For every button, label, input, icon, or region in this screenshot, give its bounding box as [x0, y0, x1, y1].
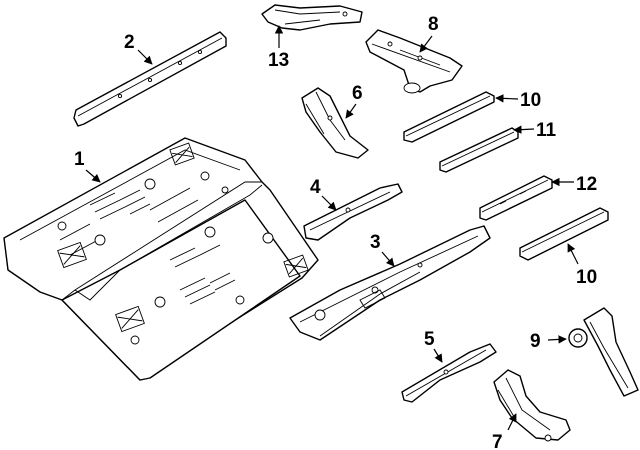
- callout-label-2: 2: [124, 32, 135, 53]
- part-2-rail: [73, 31, 227, 127]
- callout-10-lower: 10: [567, 243, 597, 288]
- callout-label-1: 1: [74, 149, 85, 170]
- callout-2: 2: [124, 32, 153, 65]
- leader-arrow-6: [345, 103, 357, 119]
- leader-arrow-8: [419, 35, 433, 53]
- callout-7: 7: [492, 413, 517, 450]
- part-5-brace: [401, 343, 497, 403]
- callout-4: 4: [310, 177, 337, 211]
- callout-label-12: 12: [576, 174, 597, 195]
- callout-5: 5: [424, 329, 443, 363]
- callout-12: 12: [551, 174, 597, 195]
- part-7-bracket: [493, 369, 571, 442]
- leader-arrow-9: [547, 335, 567, 344]
- callout-11: 11: [513, 120, 557, 141]
- callout-9: 9: [530, 331, 567, 352]
- leader-arrow-5: [433, 348, 443, 363]
- callout-label-7: 7: [492, 432, 503, 450]
- part-13-bracket: [261, 4, 363, 31]
- callout-label-10-lower: 10: [576, 267, 597, 288]
- callout-13: 13: [268, 25, 289, 71]
- leader-arrow-10-lower: [567, 243, 579, 265]
- callout-8: 8: [419, 14, 439, 53]
- leader-arrow-1: [85, 169, 101, 183]
- part-9-pillar-bracket: [568, 307, 639, 397]
- callout-label-9: 9: [530, 331, 541, 352]
- leader-arrow-7: [507, 413, 517, 431]
- part-10-lower-bar: [519, 207, 609, 261]
- callout-3: 3: [370, 232, 395, 267]
- callout-1: 1: [74, 149, 101, 183]
- leader-arrow-3: [381, 251, 395, 267]
- part-11-bar: [439, 127, 519, 173]
- callout-label-5: 5: [424, 329, 435, 350]
- callout-label-3: 3: [370, 232, 381, 253]
- callout-label-13: 13: [268, 50, 289, 71]
- leader-arrow-11: [513, 125, 535, 134]
- callout-label-8: 8: [428, 14, 439, 35]
- part-4-brace: [303, 183, 403, 241]
- callout-label-4: 4: [310, 177, 321, 198]
- part-3-crossmember: [289, 225, 491, 341]
- callout-10-upper: 10: [495, 90, 541, 111]
- callout-6: 6: [345, 83, 363, 119]
- part-8-side-bracket: [365, 29, 463, 94]
- part-10-upper-bar: [403, 91, 495, 143]
- leader-arrow-4: [321, 195, 337, 211]
- part-6-member: [301, 87, 369, 159]
- callout-label-10-upper: 10: [520, 90, 541, 111]
- part-12-bar: [479, 175, 553, 221]
- leader-arrow-10-upper: [495, 94, 519, 103]
- callout-label-6: 6: [352, 83, 363, 104]
- part-1-floor-pan: [3, 137, 319, 381]
- callout-label-11: 11: [536, 120, 557, 141]
- leader-arrow-2: [137, 49, 153, 65]
